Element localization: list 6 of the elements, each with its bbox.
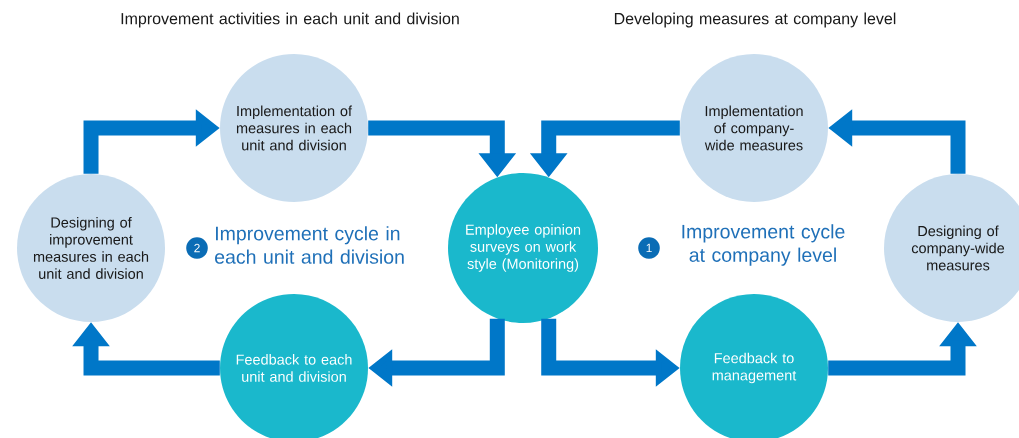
- cycle-title: Improvement cycle at company level: [682, 224, 845, 266]
- heading: Improvement activities in each unit and division: [121, 12, 459, 28]
- cycle-title: Improvement cycle in each unit and division: [215, 226, 404, 264]
- number-badge: 1: [638, 237, 660, 259]
- number-badge: 2: [186, 237, 208, 259]
- heading: Developing measures at company level: [614, 12, 896, 28]
